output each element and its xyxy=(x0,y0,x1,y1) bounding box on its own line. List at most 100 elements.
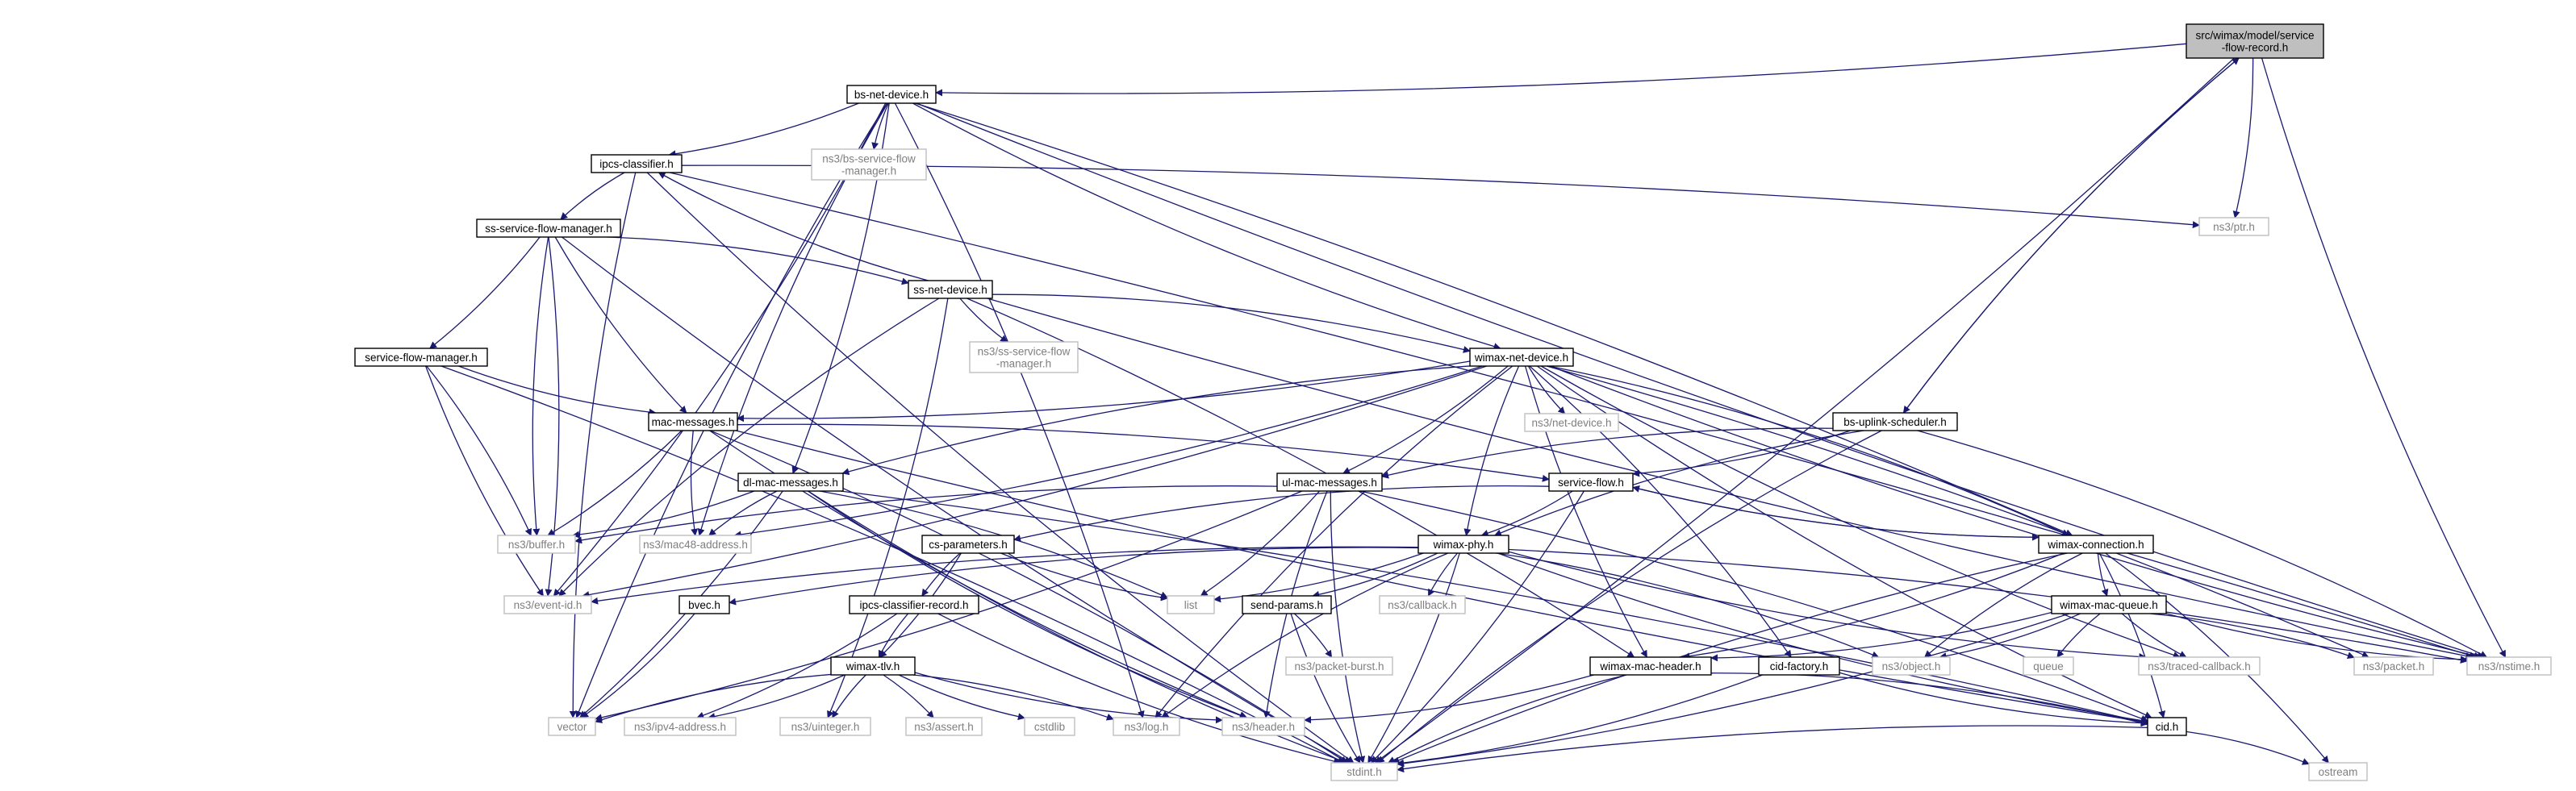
edge-wimax_net_device-to-mac48 xyxy=(733,365,1483,539)
edge-mac_messages-to-mac48 xyxy=(690,430,699,536)
node-wimax-tlv[interactable]: wimax-tlv.h xyxy=(830,656,916,676)
node-wimax-mac-queue[interactable]: wimax-mac-queue.h xyxy=(2051,595,2167,614)
node-label: send-params.h xyxy=(1250,599,1323,611)
node-wimax-phy[interactable]: wimax-phy.h xyxy=(1417,535,1509,554)
node-object: ns3/object.h xyxy=(1872,656,1951,676)
edge-ul_mac_messages-to-cid xyxy=(1359,490,2148,722)
node-ipcs-classifier-record[interactable]: ipcs-classifier-record.h xyxy=(849,595,979,614)
node-ss-net-device[interactable]: ss-net-device.h xyxy=(908,280,993,299)
node-bs-net-device[interactable]: bs-net-device.h xyxy=(846,85,937,104)
edge-bs_uplink_scheduler-to-nstime xyxy=(1917,430,2488,658)
node-label: wimax-mac-header.h xyxy=(1599,660,1701,672)
edge-wimax_phy-to-bvec xyxy=(729,547,1419,606)
edge-service_flow_manager-to-event_id xyxy=(425,365,544,597)
edge-ipcs_classifier_record-to-stdint xyxy=(937,613,1342,765)
edge-dl_mac_messages-to-cid xyxy=(840,490,2148,726)
node-ipcs-classifier[interactable]: ipcs-classifier.h xyxy=(591,154,683,173)
node-label: service-flow.h xyxy=(1558,477,1624,489)
edge-wimax_connection-to-wimax_mac_header xyxy=(1682,552,2065,660)
edge-wimax_connection-to-cid xyxy=(2098,552,2166,718)
edge-wimax_phy-to-event_id xyxy=(591,546,1419,605)
edge-service_flow-to-cs_parameters xyxy=(1013,485,1550,542)
node-box xyxy=(1242,595,1332,614)
node-dl-mac-messages[interactable]: dl-mac-messages.h xyxy=(737,473,844,492)
node-label: list xyxy=(1184,599,1198,611)
edge-cid_factory-to-stdint xyxy=(1397,674,1763,767)
node-label: ns3/traced-callback.h xyxy=(2148,660,2251,672)
edge-bs_uplink_scheduler-to-root xyxy=(1902,57,2240,414)
node-ostream: ostream xyxy=(2308,762,2368,781)
edge-ipcs_classifier-to-nstime xyxy=(669,172,2477,659)
edge-wimax_phy-to-callback xyxy=(1427,552,1459,597)
edge-wimax_connection-to-service_flow xyxy=(1632,485,2040,538)
edge-root-to-stdint xyxy=(1374,57,2235,764)
edge-bs_uplink_scheduler-to-stdint xyxy=(1376,430,1882,764)
node-cid-factory[interactable]: cid-factory.h xyxy=(1758,656,1840,676)
edge-root-to-bs_net_device xyxy=(935,43,2187,97)
node-box xyxy=(737,473,844,492)
node-label: ns3/uinteger.h xyxy=(791,721,860,733)
node-box xyxy=(849,595,979,614)
node-service-flow-manager[interactable]: service-flow-manager.h xyxy=(354,348,488,367)
edge-ss_net_device-to-event_id xyxy=(558,298,940,597)
node-cid[interactable]: cid.h xyxy=(2147,717,2187,736)
edge-wimax_connection-to-stdint xyxy=(1392,552,2068,764)
node-root[interactable]: src/wimax/model/service-flow-record.h xyxy=(2186,23,2324,59)
node-ul-mac-messages[interactable]: ul-mac-messages.h xyxy=(1276,473,1383,492)
node-label: dl-mac-messages.h xyxy=(743,477,838,489)
edge-cid-to-ostream xyxy=(2186,731,2310,765)
node-label: ns3/ipv4-address.h xyxy=(634,721,726,733)
node-label: ns3/packet-burst.h xyxy=(1294,660,1384,672)
node-label: ns3/callback.h xyxy=(1388,599,1457,611)
node-bvec[interactable]: bvec.h xyxy=(678,595,730,614)
node-box xyxy=(2051,595,2167,614)
edge-wimax_tlv-to-header xyxy=(914,672,1223,724)
edge-ss_sfm-to-service_flow_manager xyxy=(429,236,541,349)
node-header: ns3/header.h xyxy=(1221,717,1305,736)
node-bs-uplink-scheduler[interactable]: bs-uplink-scheduler.h xyxy=(1832,412,1958,431)
node-wimax-mac-header[interactable]: wimax-mac-header.h xyxy=(1589,656,1712,676)
node-box xyxy=(1872,656,1951,676)
edge-dl_mac_messages-to-buffer xyxy=(572,490,755,539)
node-bs-sfm: ns3/bs-service-flow-manager.h xyxy=(811,148,927,181)
node-label: ipcs-classifier-record.h xyxy=(859,599,968,611)
edge-service_flow_manager-to-mac_messages xyxy=(458,365,657,416)
node-service-flow[interactable]: service-flow.h xyxy=(1548,473,1634,492)
node-label: vector xyxy=(557,721,587,733)
node-queue: queue xyxy=(2023,656,2074,676)
edge-wimax_mac_queue-to-queue xyxy=(2056,613,2101,658)
node-list: list xyxy=(1167,595,1215,614)
node-label: ul-mac-messages.h xyxy=(1282,477,1377,489)
node-wimax-net-device[interactable]: wimax-net-device.h xyxy=(1469,348,1574,367)
edge-wimax_net_device-to-ul_mac_messages xyxy=(1342,365,1509,474)
node-label: wimax-connection.h xyxy=(2047,539,2144,551)
node-stdint: stdint.h xyxy=(1330,762,1398,781)
node-ss-sfm[interactable]: ss-service-flow-manager.h xyxy=(476,219,621,238)
node-label: queue xyxy=(2033,660,2064,672)
node-box xyxy=(2308,762,2368,781)
node-send-params[interactable]: send-params.h xyxy=(1242,595,1332,614)
edge-wimax_net_device-to-packet xyxy=(1546,365,2369,658)
node-box xyxy=(624,717,737,736)
node-mac-messages[interactable]: mac-messages.h xyxy=(648,412,738,431)
edge-wimax_mac_queue-to-traced_callback xyxy=(2121,613,2187,658)
node-box xyxy=(2023,656,2074,676)
node-cs-parameters[interactable]: cs-parameters.h xyxy=(921,535,1015,554)
node-packet-burst: ns3/packet-burst.h xyxy=(1285,656,1393,676)
edge-bs_uplink_scheduler-to-wimax_phy xyxy=(1493,430,1864,537)
edge-wimax_phy-to-list xyxy=(1213,552,1424,603)
edge-send_params-to-packet_burst xyxy=(1293,613,1333,658)
node-wimax-connection[interactable]: wimax-connection.h xyxy=(2038,535,2154,554)
node-box xyxy=(678,595,730,614)
edge-ipcs_classifier-to-stdint xyxy=(646,172,1355,764)
edge-bs_uplink_scheduler-to-service_flow xyxy=(1632,430,1851,477)
node-label: ns3/mac48-address.h xyxy=(643,539,748,551)
node-label: ns3/buffer.h xyxy=(508,539,565,551)
edge-ss_net_device-to-uinteger xyxy=(827,298,949,718)
node-box xyxy=(2147,717,2187,736)
node-uinteger: ns3/uinteger.h xyxy=(779,717,871,736)
node-label: mac-messages.h xyxy=(652,416,735,428)
node-label: -manager.h xyxy=(996,358,1051,370)
header-file-nodes: src/wimax/model/service-flow-record.h bs-… xyxy=(354,23,2552,781)
edge-wimax_mac_header-to-cid xyxy=(1710,672,2148,726)
